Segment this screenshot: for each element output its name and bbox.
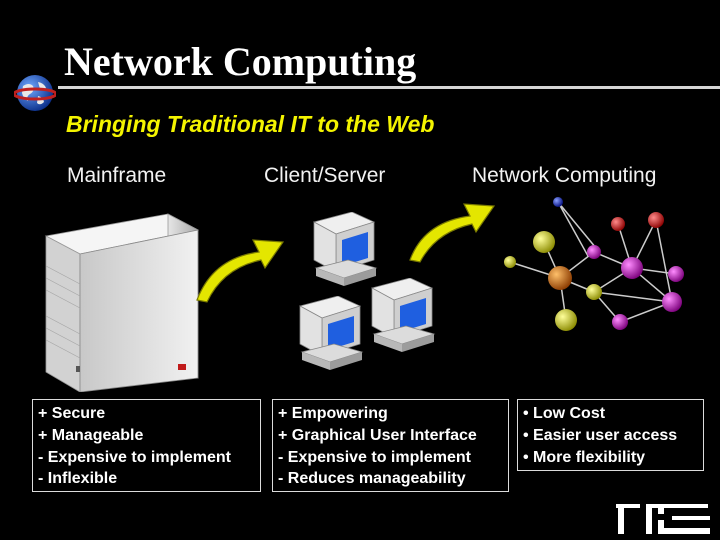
column-heading-network-computing: Network Computing	[472, 164, 657, 187]
list-item: + Secure	[38, 405, 106, 422]
list-item: • Easier user access	[523, 426, 678, 444]
list-item: - Expensive to implement	[278, 448, 471, 466]
list-item: - Reduces manageability	[278, 470, 466, 488]
network-computing-points-box: • Low Cost • Easier user access • More f…	[517, 399, 704, 471]
computer-terminal-icon	[298, 296, 364, 370]
client-server-points-box: + Empowering + Graphical User Interface …	[272, 399, 509, 492]
list-item: • Low Cost	[523, 405, 606, 422]
globe-icon	[14, 75, 56, 111]
mainframe-cabinet-image	[44, 213, 200, 392]
list-item: - Expensive to implement	[38, 448, 231, 466]
list-item: • More flexibility	[523, 448, 646, 466]
computer-terminal-icon	[312, 212, 378, 286]
list-item: + Graphical User Interface	[278, 426, 477, 444]
column-heading-mainframe: Mainframe	[67, 164, 167, 187]
arrow-icon	[409, 203, 496, 263]
mainframe-points-box: + Secure + Manageable - Expensive to imp…	[32, 399, 261, 492]
slide-subtitle: Bringing Traditional IT to the Web	[66, 111, 435, 137]
arrow-icon	[196, 239, 285, 303]
list-item: - Inflexible	[38, 470, 118, 488]
column-heading-client-server: Client/Server	[264, 164, 386, 187]
slide-title: Network Computing	[64, 39, 417, 84]
molecule-network-image	[504, 197, 684, 331]
list-item: + Empowering	[278, 405, 388, 422]
computer-terminal-icon	[370, 278, 436, 352]
title-underline	[58, 86, 720, 89]
list-item: + Manageable	[38, 426, 144, 444]
company-logo	[616, 504, 710, 534]
